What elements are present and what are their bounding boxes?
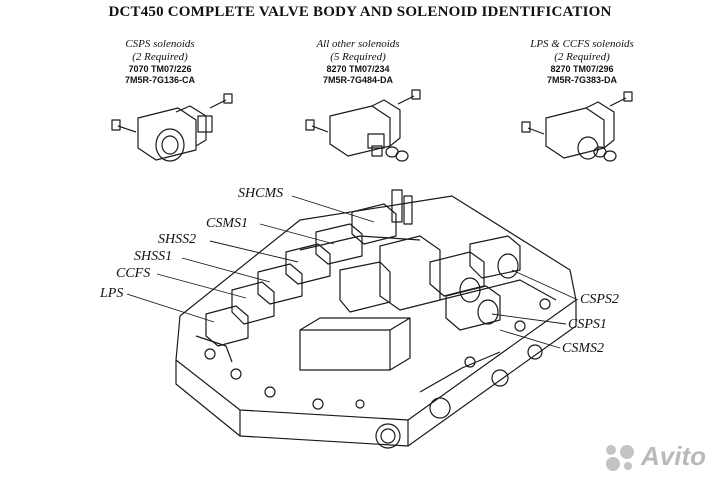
- solenoid-required: (2 Required): [554, 51, 610, 63]
- solenoid-code: 7070 TM07/226: [128, 64, 192, 74]
- solenoid-required: (5 Required): [330, 51, 386, 63]
- watermark-text: Avito: [641, 441, 706, 471]
- other-solenoid-info: All other solenoids (5 Required) 8270 TM…: [258, 38, 458, 86]
- solenoid-part-number: 7M5R-7G383-DA: [546, 75, 618, 85]
- solenoid-name: LPS & CCFS solenoids: [530, 38, 634, 50]
- callout-shss2: SHSS2: [158, 232, 197, 247]
- avito-watermark: Avito: [603, 441, 706, 472]
- callout-shcms: SHCMS: [238, 186, 284, 201]
- solenoid-part-number: 7M5R-7G136-CA: [124, 75, 196, 85]
- other-solenoid-illustration: [305, 89, 421, 162]
- callout-lps: LPS: [100, 286, 124, 301]
- solenoid-name: CSPS solenoids: [125, 38, 195, 50]
- valve-body-plate: [175, 195, 577, 449]
- csps-solenoid-info: CSPS solenoids (2 Required) 7070 TM07/22…: [60, 38, 260, 86]
- csps-solenoid-illustration: [111, 93, 233, 162]
- solenoid-part-number: 7M5R-7G484-DA: [322, 75, 394, 85]
- solenoid-required: (2 Required): [132, 51, 188, 63]
- mounted-solenoids: [205, 189, 521, 371]
- callout-leaders: [126, 195, 579, 349]
- callout-csps2: CSPS2: [580, 292, 619, 307]
- callout-ccfs: CCFS: [116, 266, 151, 281]
- solenoid-code: 8270 TM07/234: [326, 64, 390, 74]
- callout-shss1: SHSS1: [134, 249, 173, 264]
- callout-csms1: CSMS1: [206, 216, 248, 231]
- avito-logo-icon: [606, 444, 634, 471]
- callout-csps1: CSPS1: [568, 317, 607, 332]
- lps-ccfs-solenoid-info: LPS & CCFS solenoids (2 Required) 8270 T…: [482, 38, 682, 86]
- page-title: DCT450 COMPLETE VALVE BODY AND SOLENOID …: [108, 4, 612, 20]
- solenoid-name: All other solenoids: [316, 38, 400, 50]
- solenoid-code: 8270 TM07/296: [550, 64, 614, 74]
- callout-csms2: CSMS2: [562, 341, 604, 356]
- lps-ccfs-solenoid-illustration: [521, 91, 633, 162]
